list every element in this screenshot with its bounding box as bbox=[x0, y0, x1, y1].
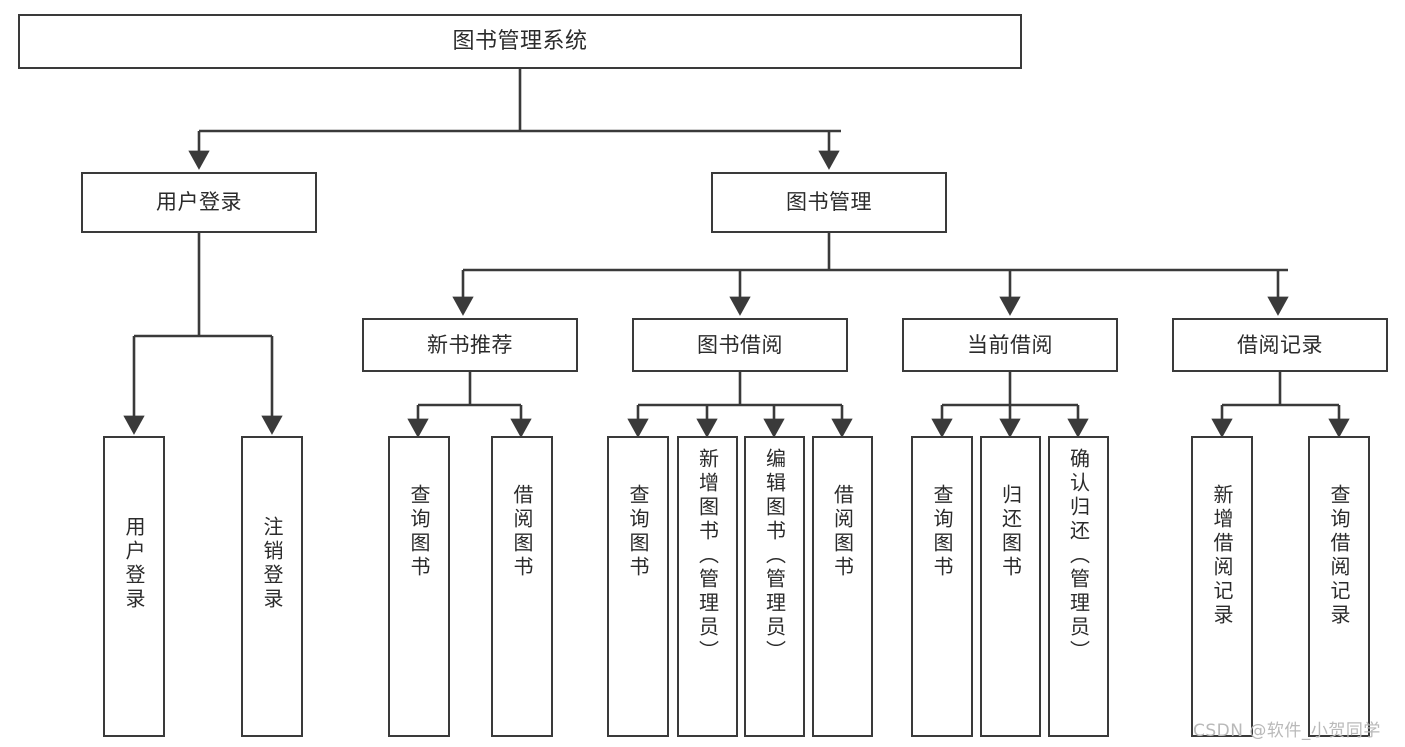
node-leaf-add-record[interactable]: 新增借阅记录 bbox=[1191, 436, 1253, 737]
node-new-book-recommendation[interactable]: 新书推荐 bbox=[362, 318, 578, 372]
csdn-watermark: CSDN @软件_小贺同学 bbox=[1193, 721, 1381, 741]
node-leaf-borrow-book-1[interactable]: 借阅图书 bbox=[491, 436, 553, 737]
node-label: 图书借阅 bbox=[697, 332, 783, 357]
node-label: 查询图书 bbox=[407, 484, 431, 580]
node-label: 归还图书 bbox=[998, 484, 1023, 580]
node-label: 确认归还（管理员） bbox=[1066, 448, 1091, 664]
node-leaf-query-book-2[interactable]: 查询图书 bbox=[607, 436, 669, 737]
node-leaf-query-book-1[interactable]: 查询图书 bbox=[388, 436, 450, 737]
node-label: 用户登录 bbox=[122, 516, 146, 612]
node-label: 借阅图书 bbox=[830, 484, 855, 580]
node-label: 查询借阅记录 bbox=[1327, 484, 1351, 628]
node-leaf-query-record[interactable]: 查询借阅记录 bbox=[1308, 436, 1370, 737]
node-leaf-add-book[interactable]: 新增图书（管理员） bbox=[677, 436, 738, 737]
node-label: 查询图书 bbox=[930, 484, 954, 580]
node-label: 图书管理 bbox=[786, 190, 872, 215]
node-leaf-return-book[interactable]: 归还图书 bbox=[980, 436, 1041, 737]
node-leaf-confirm-return[interactable]: 确认归还（管理员） bbox=[1048, 436, 1109, 737]
node-leaf-edit-book[interactable]: 编辑图书（管理员） bbox=[744, 436, 805, 737]
node-label: 借阅图书 bbox=[510, 484, 534, 580]
node-book-manage[interactable]: 图书管理 bbox=[711, 172, 947, 233]
node-label: 借阅记录 bbox=[1237, 332, 1323, 357]
node-leaf-borrow-book-2[interactable]: 借阅图书 bbox=[812, 436, 873, 737]
node-leaf-logout[interactable]: 注销登录 bbox=[241, 436, 303, 737]
node-current-borrow[interactable]: 当前借阅 bbox=[902, 318, 1118, 372]
node-book-borrow[interactable]: 图书借阅 bbox=[632, 318, 848, 372]
node-borrow-record[interactable]: 借阅记录 bbox=[1172, 318, 1388, 372]
node-leaf-query-book-3[interactable]: 查询图书 bbox=[911, 436, 973, 737]
node-leaf-user-login[interactable]: 用户登录 bbox=[103, 436, 165, 737]
node-root-book-management-system[interactable]: 图书管理系统 bbox=[18, 14, 1022, 69]
node-label: 查询图书 bbox=[626, 484, 650, 580]
node-label: 编辑图书（管理员） bbox=[762, 448, 787, 664]
node-label: 图书管理系统 bbox=[452, 28, 588, 54]
node-label: 用户登录 bbox=[156, 190, 242, 215]
node-user-login[interactable]: 用户登录 bbox=[81, 172, 317, 233]
node-label: 新增图书（管理员） bbox=[695, 448, 720, 664]
node-label: 新增借阅记录 bbox=[1210, 484, 1234, 628]
node-label: 新书推荐 bbox=[427, 332, 513, 357]
node-label: 注销登录 bbox=[260, 516, 284, 612]
node-label: 当前借阅 bbox=[967, 332, 1053, 357]
